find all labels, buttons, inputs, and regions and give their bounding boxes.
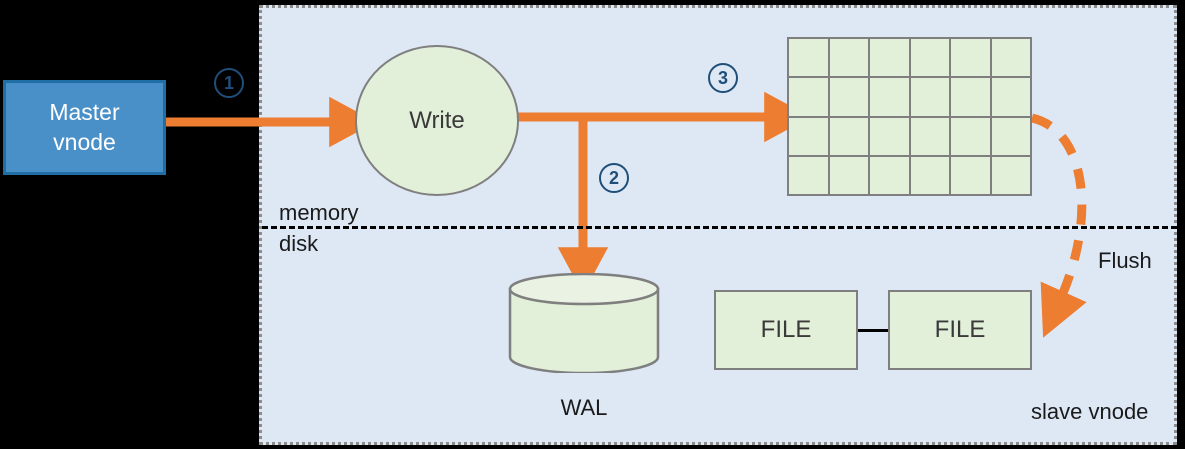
mem-table-cell <box>789 39 828 77</box>
mem-table-cell <box>829 39 868 77</box>
master-vnode-box[interactable]: Master vnode <box>3 80 166 175</box>
step-marker-1: 1 <box>214 68 244 98</box>
mem-table-cell <box>910 117 949 155</box>
mem-table-cell <box>789 117 828 155</box>
file-connector-line <box>858 329 888 332</box>
mem-table-cell <box>829 156 868 194</box>
flush-label: Flush <box>1098 248 1152 273</box>
write-node[interactable]: Write <box>355 45 519 196</box>
step-marker-3: 3 <box>708 63 738 93</box>
mem-table-cell <box>951 156 990 194</box>
mem-table-cell <box>991 39 1030 77</box>
mem-table-cell <box>951 78 990 116</box>
mem-table-cell <box>910 78 949 116</box>
mem-table-cell <box>870 156 909 194</box>
file-box-2[interactable]: FILE <box>888 290 1032 370</box>
mem-table-cell <box>870 117 909 155</box>
mem-table-cell <box>951 117 990 155</box>
file-box-1[interactable]: FILE <box>714 290 858 370</box>
mem-table-cell <box>870 39 909 77</box>
mem-table-cell <box>829 78 868 116</box>
mem-table-cell <box>789 78 828 116</box>
mem-table-grid[interactable] <box>787 37 1032 196</box>
mem-table-cell <box>829 117 868 155</box>
disk-label: disk <box>279 231 319 256</box>
mem-table-cell <box>870 78 909 116</box>
memory-label: memory <box>279 200 359 225</box>
mem-table-cell <box>910 156 949 194</box>
mem-table-cell <box>991 117 1030 155</box>
slave-vnode-label: slave vnode <box>1031 399 1149 424</box>
mem-table-cell <box>991 156 1030 194</box>
wal-cylinder[interactable] <box>508 272 660 375</box>
mem-table-cell <box>910 39 949 77</box>
wal-label: WAL <box>560 395 608 420</box>
memory-disk-divider <box>262 226 1177 229</box>
mem-table-cell <box>951 39 990 77</box>
mem-table-cell <box>991 78 1030 116</box>
step-marker-2: 2 <box>599 163 629 193</box>
mem-table-cell <box>789 156 828 194</box>
